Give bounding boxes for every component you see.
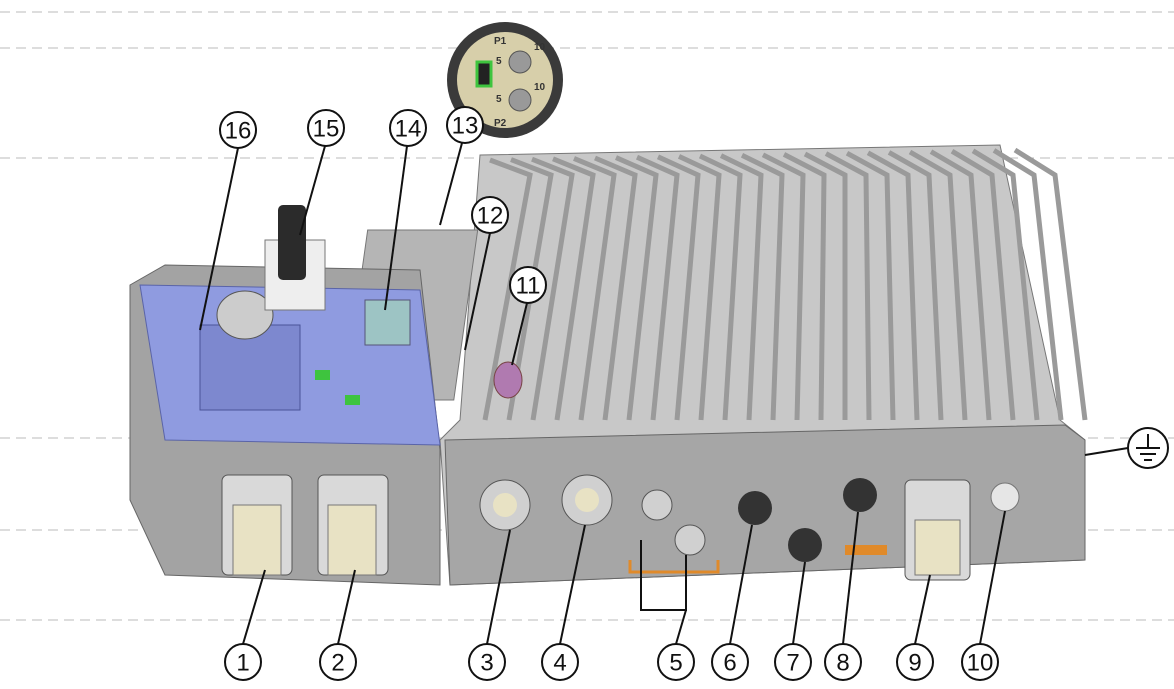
svg-text:9: 9 [908, 650, 921, 677]
main-switch-handle [278, 205, 306, 280]
ground-icon [1127, 427, 1169, 469]
heatsink-fin [1013, 147, 1088, 421]
leader-lines [199, 142, 1129, 645]
key-switch-cover [199, 324, 301, 411]
callouts-bottom: 1 2 3 4 5 6 7 8 9 10 [224, 643, 999, 681]
heatsink-fin [782, 152, 827, 421]
heatsink-fin [803, 151, 848, 420]
heatsink-fin [824, 151, 872, 421]
p2-scale-max: 10 [534, 82, 546, 93]
svg-text:3: 3 [480, 650, 493, 677]
callout-2: 2 [319, 643, 357, 681]
callout-6: 6 [711, 643, 749, 681]
callout-13: 13 [446, 106, 484, 144]
p2-dial[interactable] [508, 88, 532, 112]
svg-text:2: 2 [331, 650, 344, 677]
heatsink-fin [573, 156, 617, 421]
heatsink-fin [615, 155, 659, 421]
p1-label: P1 [494, 36, 507, 47]
svg-text:1: 1 [236, 650, 249, 677]
heatsink-fin [719, 153, 764, 421]
heatsink-fin [992, 148, 1064, 421]
callout-1: 1 [224, 643, 262, 681]
p1-dial[interactable] [508, 50, 532, 74]
connectors [221, 361, 1020, 581]
p1-scale-min: 5 [496, 56, 502, 67]
heatsink-fin [552, 156, 596, 421]
svg-text:6: 6 [723, 650, 736, 677]
callout-5: 5 [657, 643, 695, 681]
dial-inset: P1 P2 5 10 5 10 [447, 22, 563, 138]
heatsink-fin [677, 154, 722, 421]
heatsink-housing [343, 144, 1088, 586]
callouts-top: 16 15 14 13 12 11 [219, 106, 547, 304]
callout-14: 14 [389, 109, 427, 147]
callout-15: 15 [307, 109, 345, 147]
svg-text:4: 4 [553, 650, 566, 677]
heatsink-fin [530, 156, 575, 421]
svg-text:16: 16 [225, 118, 252, 145]
svg-text:5: 5 [669, 650, 682, 677]
heatsink-fin [950, 149, 1016, 421]
svg-text:15: 15 [313, 116, 340, 143]
svg-text:11: 11 [516, 273, 541, 300]
svg-text:14: 14 [395, 116, 422, 143]
callout-8: 8 [824, 643, 862, 681]
callout-11: 11 [509, 266, 547, 304]
svg-text:13: 13 [452, 113, 479, 140]
heatsink-fin [761, 152, 806, 421]
heatsink-fin [887, 150, 944, 421]
heatsink-fin [866, 150, 920, 421]
callout-9: 9 [896, 643, 934, 681]
heatsink-fin [740, 152, 785, 421]
heatsink-fin [971, 148, 1040, 421]
heatsink-fin [845, 151, 896, 421]
heatsink-fin [635, 154, 680, 421]
svg-text:7: 7 [786, 650, 799, 677]
callout-12: 12 [471, 196, 509, 234]
callout-4: 4 [541, 643, 579, 681]
heatsink-fin [482, 157, 533, 421]
heatsink-fin [929, 149, 992, 421]
svg-text:8: 8 [836, 650, 849, 677]
heatsink-fin [908, 149, 968, 421]
callout-7: 7 [774, 643, 812, 681]
heatsink-fin [698, 153, 743, 421]
svg-text:10: 10 [967, 650, 994, 677]
heatsink-fin [656, 154, 701, 421]
svg-text:12: 12 [477, 203, 504, 230]
heatsink-fin [506, 157, 554, 421]
p1-scale-max: 10 [534, 42, 546, 53]
p2-label: P2 [494, 118, 507, 129]
callout-3: 3 [468, 643, 506, 681]
heatsink-fin [594, 155, 638, 421]
p2-scale-min: 5 [496, 94, 502, 105]
callout-16: 16 [219, 111, 257, 149]
callout-10: 10 [961, 643, 999, 681]
